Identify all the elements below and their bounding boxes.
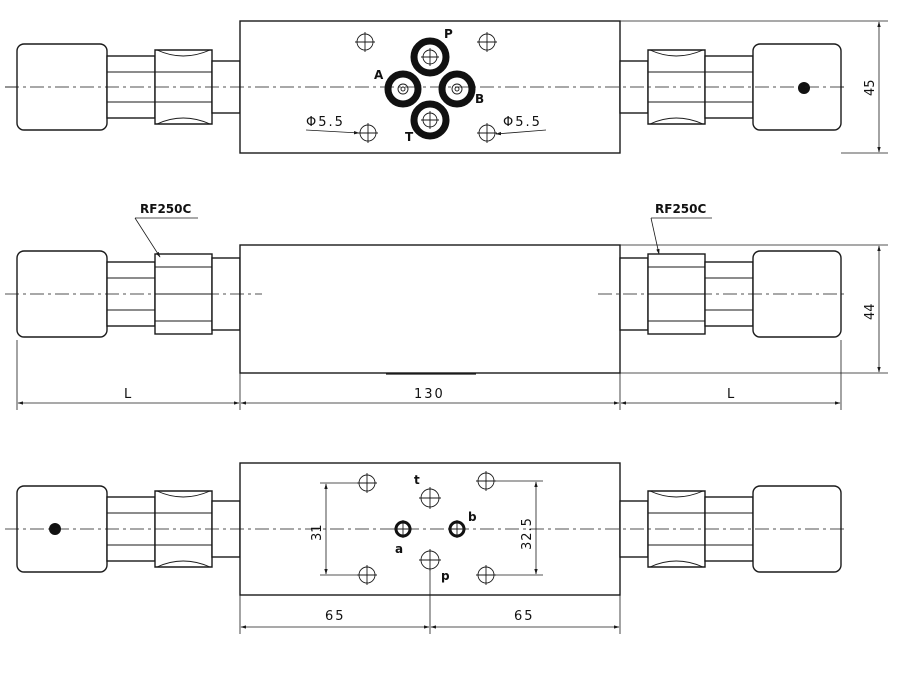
top-right-nut [647,49,706,125]
phi-label-left: Φ5.5 [306,115,345,130]
bottom-holes [357,471,496,585]
dim-44: 44 [863,303,878,320]
dim-L-right: L [727,387,735,402]
port-label-t: t [414,473,420,487]
dim-31: 31 [310,524,325,541]
top-ports [384,37,476,140]
part-label-left: RF250C [140,202,191,216]
dim-32-5: 32.5 [520,517,535,550]
dim-L-left: L [124,387,132,402]
port-A [384,70,422,108]
port-label-b: b [468,510,477,524]
port-label-B: B [475,92,484,106]
port-T [410,100,450,140]
port-label-p: p [441,569,450,583]
dim-65-right: 65 [514,609,535,624]
side-view: RF250C RF250C 44 L 130 L [5,202,888,410]
phi-label-right: Φ5.5 [503,115,542,130]
bot-right-nut [647,490,706,568]
dim-45: 45 [863,79,878,96]
port-B [438,70,476,108]
mid-valve-body [239,244,621,374]
part-label-right: RF250C [655,202,706,216]
port-label-a: a [395,542,403,556]
top-mounting-holes [355,32,497,143]
port-label-T: T [405,130,414,144]
dim-130: 130 [414,387,445,402]
port-label-P: P [444,27,453,41]
port-label-A: A [374,68,384,82]
port-P [410,37,450,77]
top-right-dot [798,82,810,94]
bottom-view: t a b p 31 32.5 65 65 [5,462,845,634]
top-view: P A B T Φ5.5 Φ5.5 45 [5,20,888,154]
dim-65-left: 65 [325,609,346,624]
